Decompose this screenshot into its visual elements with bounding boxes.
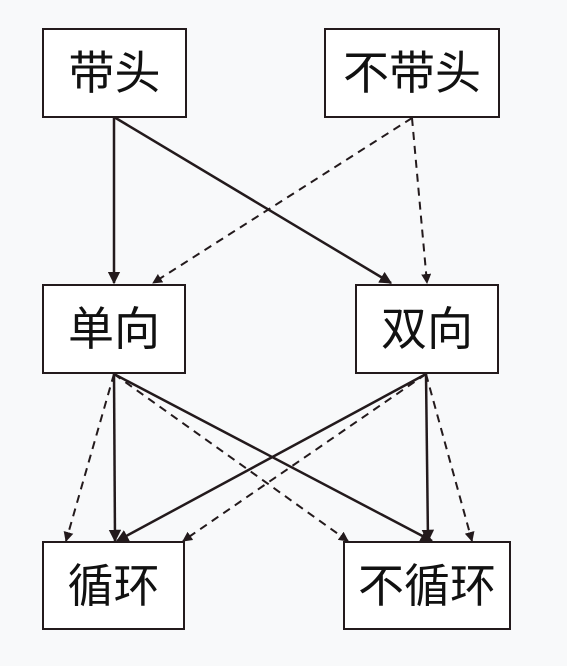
node-non-circular-label: 不循环: [358, 558, 496, 613]
node-with-head-label: 带头: [68, 46, 161, 100]
node-non-circular: 不循环: [343, 541, 511, 630]
node-without-head-label: 不带头: [343, 46, 481, 100]
node-singly-label: 单向: [68, 302, 160, 356]
node-doubly-label: 双向: [381, 302, 473, 356]
edge-doubly-to-non-circular-dashed: [425, 373, 475, 542]
edge-singly-to-circular-solid: [108, 373, 122, 543]
edge-without-head-to-doubly: [411, 117, 432, 284]
node-doubly: 双向: [355, 284, 499, 374]
edge-doubly-to-circular-dashed: [182, 373, 427, 542]
node-circular-label: 循环: [67, 558, 160, 613]
node-without-head: 不带头: [324, 28, 500, 118]
edge-doubly-to-non-circular-solid: [421, 373, 435, 543]
edge-with-head-to-doubly: [113, 115, 393, 285]
node-circular: 循环: [42, 541, 185, 630]
edge-doubly-to-circular-solid: [115, 372, 427, 543]
node-singly: 单向: [42, 284, 186, 374]
edge-without-head-to-singly: [152, 117, 413, 284]
node-with-head: 带头: [42, 28, 187, 118]
edge-singly-to-non-circular-dashed: [113, 373, 349, 542]
edge-singly-to-circular-dashed: [63, 373, 115, 542]
